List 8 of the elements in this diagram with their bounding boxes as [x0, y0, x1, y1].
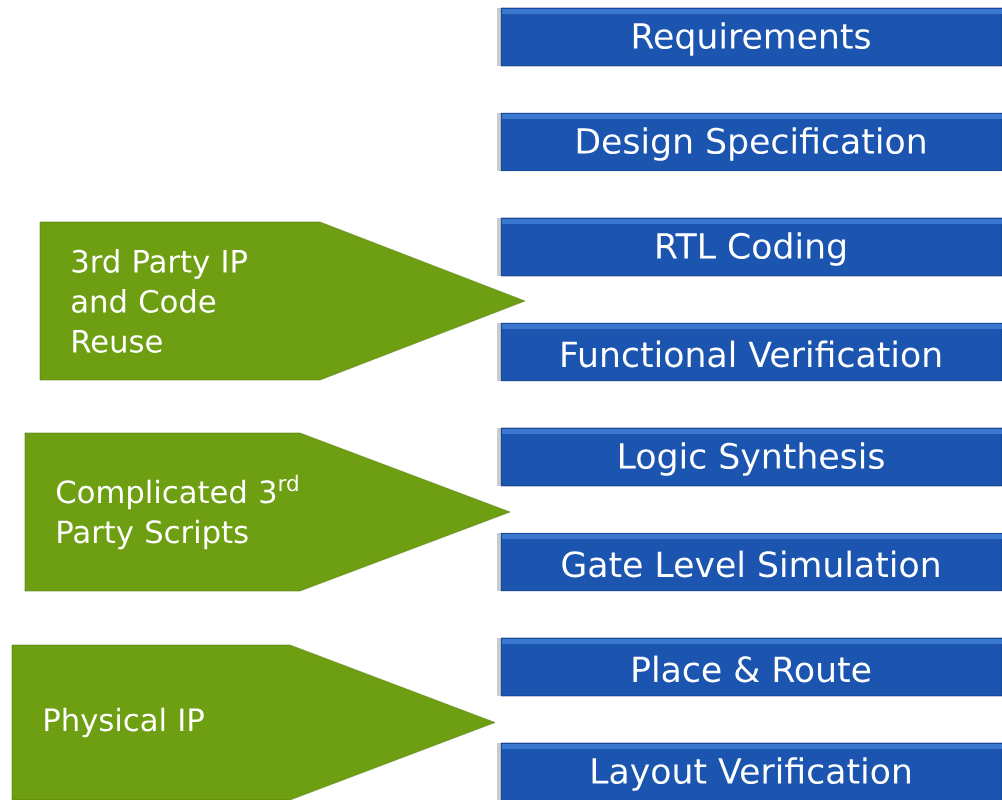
- process-box: Layout Verification: [497, 742, 1002, 800]
- process-box: Logic Synthesis: [497, 427, 1002, 487]
- process-box: Functional Verification: [497, 322, 1002, 382]
- process-box: Requirements: [497, 7, 1002, 67]
- process-box: Design Specification: [497, 112, 1002, 172]
- process-box: RTL Coding: [497, 217, 1002, 277]
- process-box: Gate Level Simulation: [497, 532, 1002, 592]
- process-box: Place & Route: [497, 637, 1002, 697]
